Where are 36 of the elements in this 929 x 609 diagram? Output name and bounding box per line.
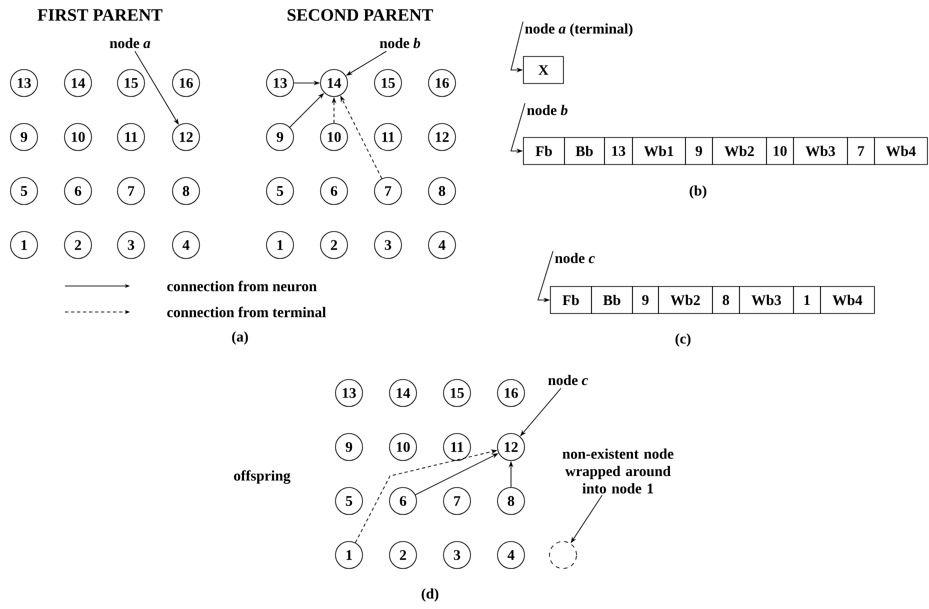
gene-cell: Wb3 xyxy=(793,137,848,165)
gene-cell: Wb3 xyxy=(739,286,794,314)
legend-text: connection from neuron xyxy=(167,280,317,292)
heading: FIRST PARENT xyxy=(38,9,162,21)
gene-cell: Bb xyxy=(591,286,633,314)
gene-cell: 10 xyxy=(766,137,794,165)
gene-cell: Wb1 xyxy=(632,137,686,165)
grid-label: offspring xyxy=(234,470,290,484)
heading: SECOND PARENT xyxy=(288,9,433,21)
gene-cell: Bb xyxy=(564,137,605,165)
gene-cell: Wb4 xyxy=(874,137,928,165)
gene-cell: Fb xyxy=(523,137,565,165)
node-label: node b xyxy=(527,104,568,116)
node-label: node c xyxy=(548,374,588,386)
legend-text: connection from terminal xyxy=(167,306,326,318)
gene-cell: X xyxy=(523,56,564,84)
gene-cell: 13 xyxy=(604,137,633,165)
node-label: node b xyxy=(380,38,420,48)
gene-cell: Fb xyxy=(550,286,592,314)
panel-label: (c) xyxy=(676,333,690,347)
node-label: node a (terminal) xyxy=(525,23,632,37)
gene-cell: Wb2 xyxy=(658,286,713,314)
gene-cell: 8 xyxy=(712,286,740,314)
panel-label: (d) xyxy=(422,588,438,602)
dashed-circle xyxy=(549,541,577,569)
panel-label: (b) xyxy=(690,185,706,199)
gene-cell: 9 xyxy=(632,286,659,314)
gene-cell: 1 xyxy=(793,286,821,314)
node-label: node c xyxy=(555,252,595,264)
panel-label: (a) xyxy=(232,331,248,345)
note: non-existent node wrapped around into node 1 xyxy=(562,448,674,494)
gene-cell: 9 xyxy=(685,137,713,165)
gene-cell: Wb2 xyxy=(712,137,767,165)
node-label: node a xyxy=(110,38,150,48)
gene-cell: Wb4 xyxy=(820,286,875,314)
gene-cell: 7 xyxy=(847,137,875,165)
